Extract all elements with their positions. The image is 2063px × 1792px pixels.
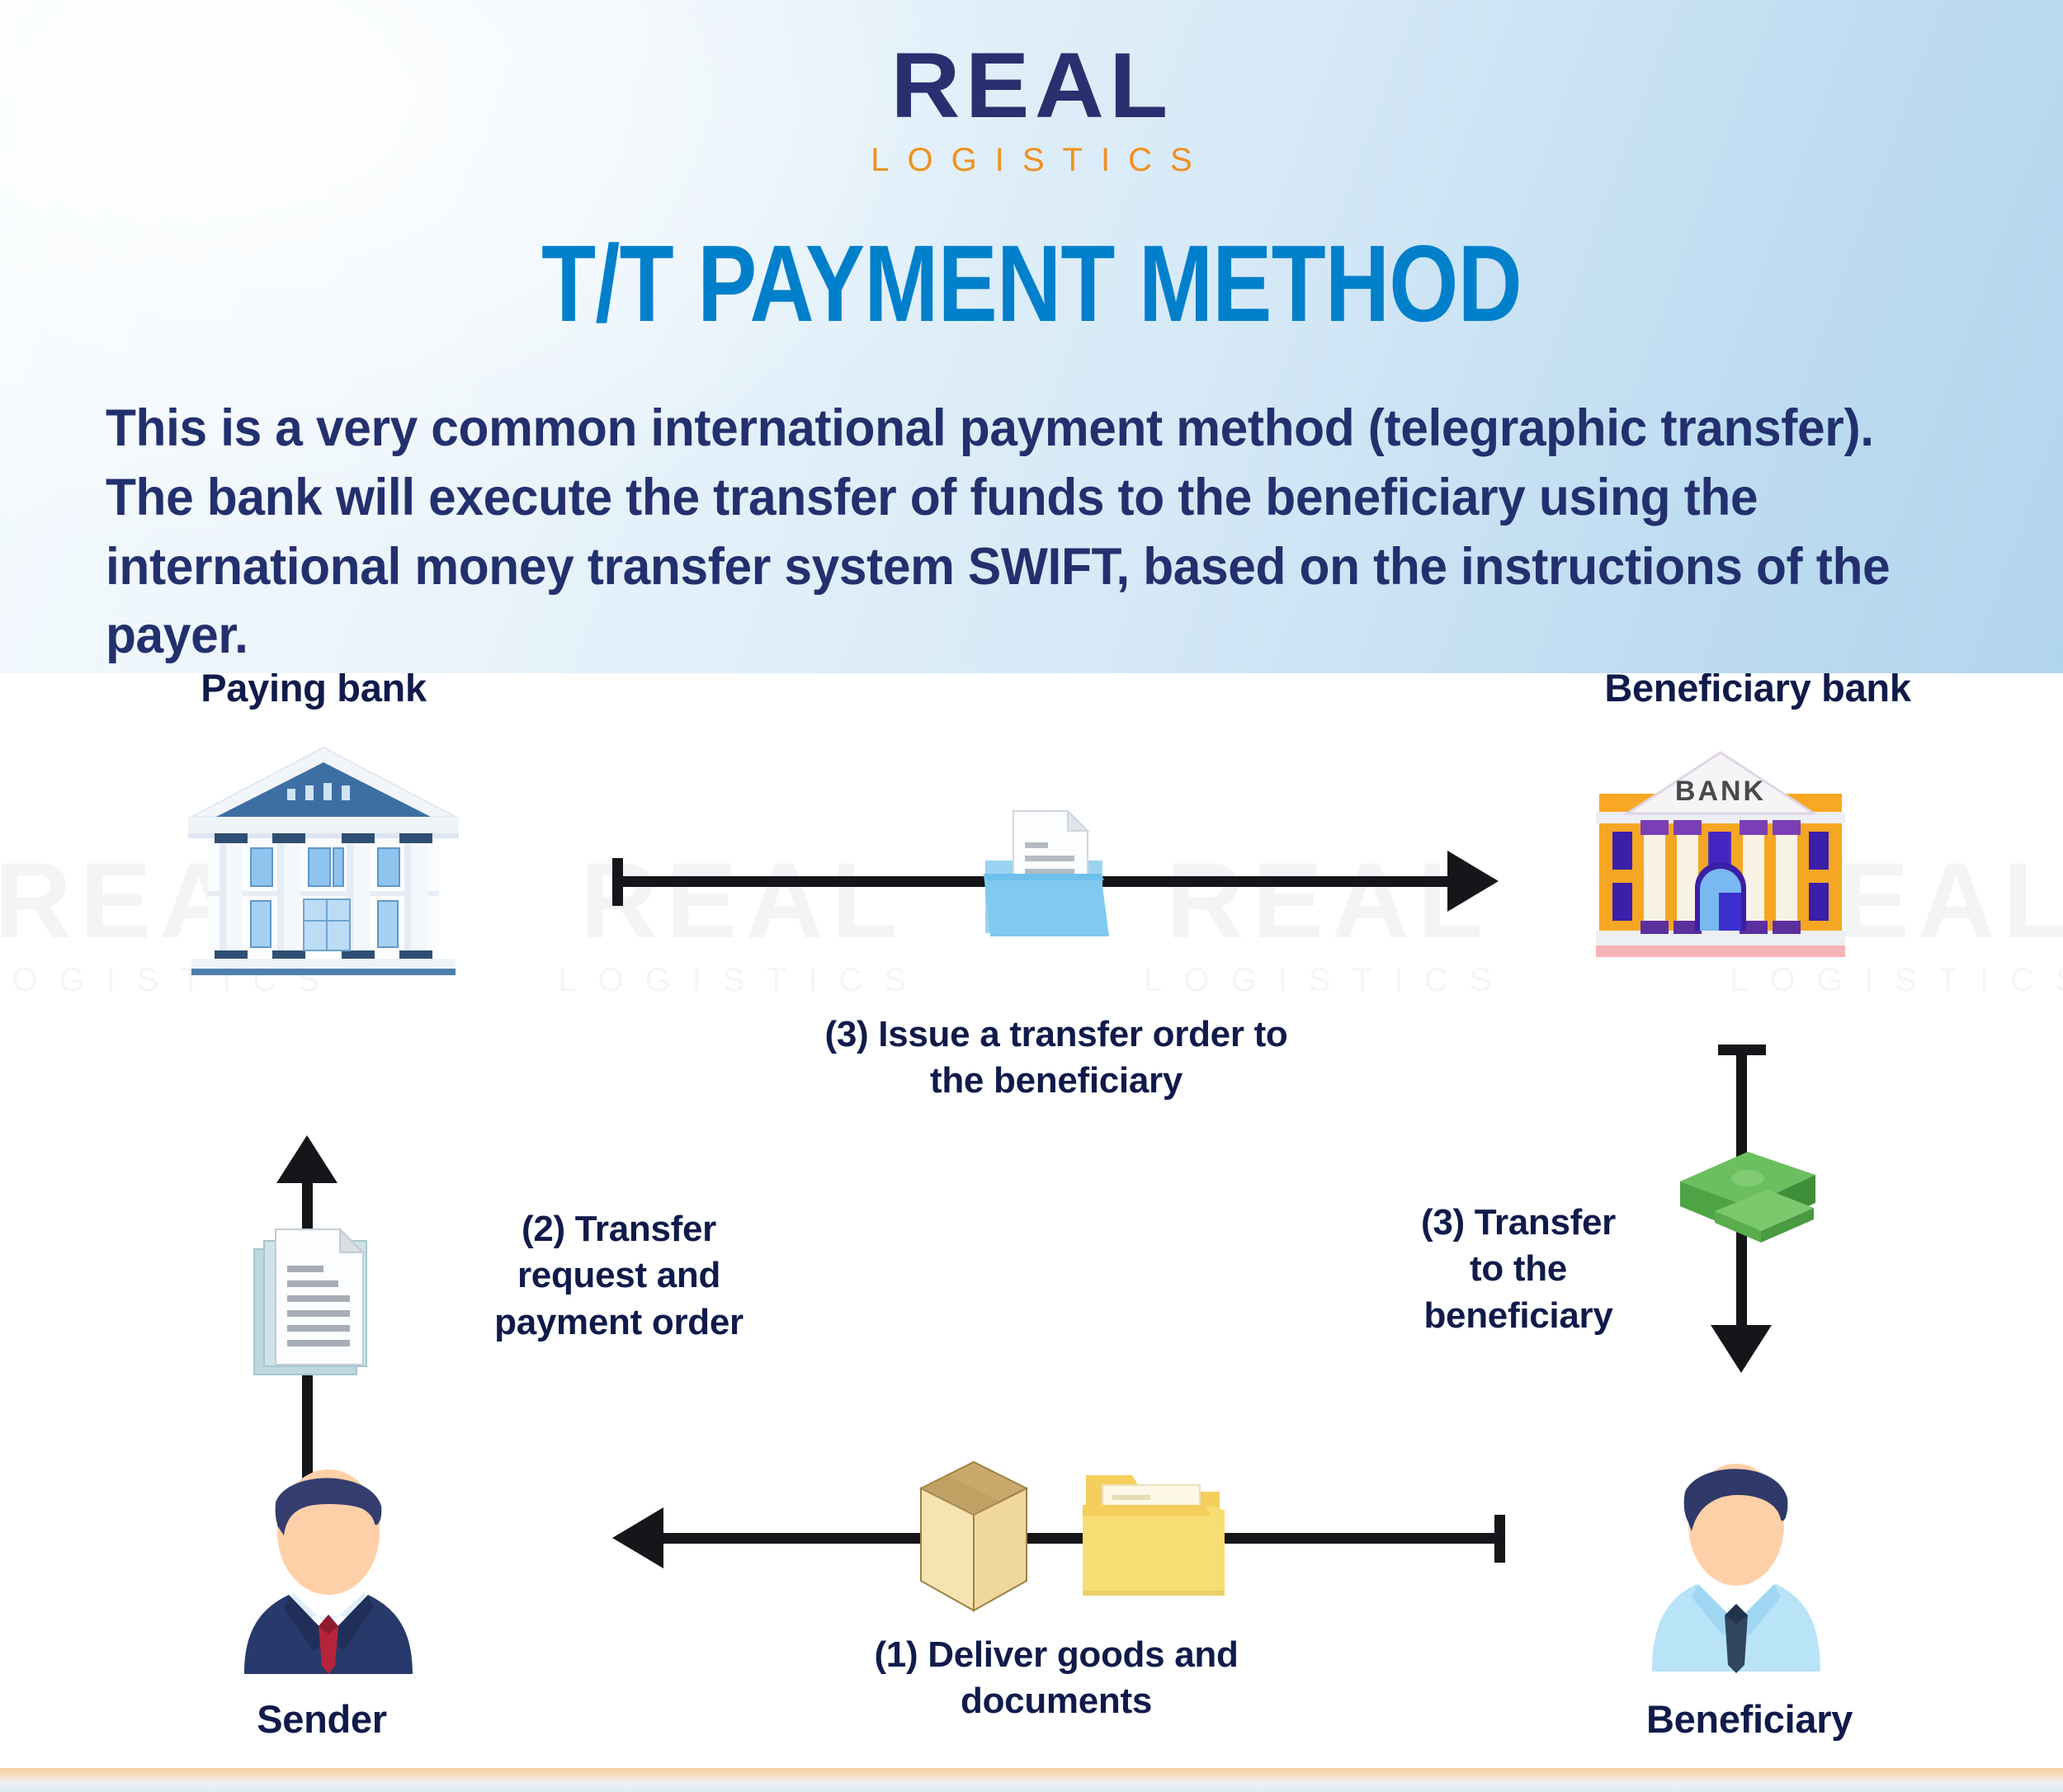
watermark-tile: REAL LOGISTICS <box>558 840 928 998</box>
package-box-icon <box>899 1457 1048 1622</box>
label-step-3-transfer: (3) Transfer to the beneficiary <box>1420 1202 1617 1336</box>
label-beneficiary: Beneficiary <box>1645 1697 1853 1741</box>
label-sender: Sender <box>257 1697 387 1741</box>
bottom-accent-strip <box>0 1768 2063 1792</box>
header-band: REAL LOGISTICS T/T PAYMENT METHOD This i… <box>0 0 2063 673</box>
document-folder-icon <box>979 801 1123 946</box>
label-step-3-issue: (3) Issue a transfer order to the benefi… <box>824 1014 1288 1101</box>
label-beneficiary-bank: Beneficiary bank <box>1604 673 1911 710</box>
intro-paragraph: This is a very common international paym… <box>106 399 1891 665</box>
svg-text:BANK: BANK <box>1675 776 1766 807</box>
beneficiary-avatar <box>1644 1447 1829 1674</box>
brand-tagline: LOGISTICS <box>871 142 1211 178</box>
label-paying-bank: Paying bank <box>201 673 427 710</box>
label-step-1-deliver-goods: (1) Deliver goods and documents <box>874 1634 1239 1722</box>
page-title: T/T PAYMENT METHOD <box>541 223 1522 344</box>
label-step-2-transfer-request: (2) Transfer request and payment order <box>494 1209 744 1342</box>
beneficiary-bank-icon: BANK <box>1584 746 1857 985</box>
folder-icon <box>1074 1459 1231 1615</box>
brand-logo: REAL LOGISTICS <box>0 40 2063 177</box>
sender-avatar <box>238 1453 419 1676</box>
paying-bank-icon <box>183 738 464 985</box>
documents-icon <box>248 1219 380 1384</box>
payment-flow-diagram: REAL LOGISTICS REAL LOGISTICS REAL LOGIS… <box>0 673 2063 1771</box>
money-stack-icon <box>1669 1142 1825 1249</box>
brand-name: REAL <box>890 34 1173 137</box>
